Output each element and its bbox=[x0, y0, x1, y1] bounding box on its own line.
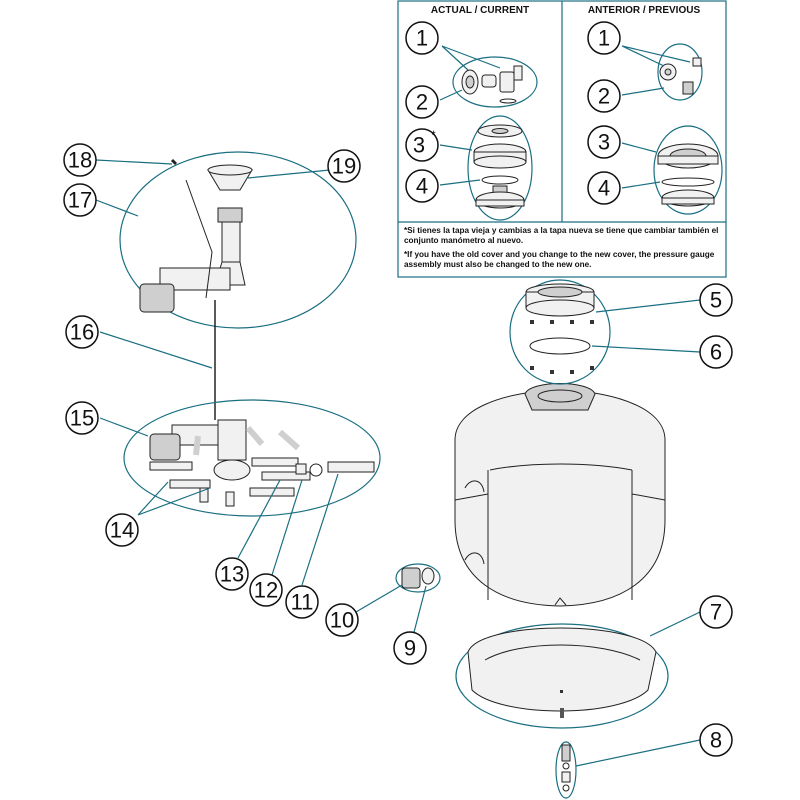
svg-text:10: 10 bbox=[330, 608, 354, 633]
svg-text:4: 4 bbox=[416, 174, 428, 199]
pin-part bbox=[170, 158, 178, 166]
svg-text:18: 18 bbox=[68, 148, 92, 173]
svg-text:17: 17 bbox=[68, 188, 92, 213]
callout-1-current: 1 bbox=[405, 21, 439, 55]
comparison-panel: ACTUAL / CURRENT ANTERIOR / PREVIOUS bbox=[397, 0, 727, 278]
pressure-gauge-part-previous bbox=[659, 57, 702, 95]
svg-text:9: 9 bbox=[404, 636, 416, 661]
svg-text:7: 7 bbox=[710, 600, 722, 625]
svg-text:1: 1 bbox=[598, 26, 610, 51]
callout-11: 11 bbox=[285, 585, 319, 619]
previous-header: ANTERIOR / PREVIOUS bbox=[588, 5, 701, 16]
callout-9: 9 bbox=[393, 631, 427, 665]
callout-2-current: 2 bbox=[405, 85, 439, 119]
svg-text:1: 1 bbox=[416, 26, 428, 51]
callout-10: 10 bbox=[325, 603, 359, 637]
callout-14: 14 bbox=[105, 513, 139, 547]
svg-text:3: 3 bbox=[413, 133, 425, 158]
top-cover-ring bbox=[525, 283, 595, 374]
callout-1-previous: 1 bbox=[587, 21, 621, 55]
callout-4-current: 4 bbox=[405, 169, 439, 203]
callout-15: 15 bbox=[65, 401, 99, 435]
svg-text:14: 14 bbox=[110, 518, 134, 543]
current-header: ACTUAL / CURRENT bbox=[431, 5, 529, 16]
svg-text:3: 3 bbox=[598, 130, 610, 155]
base-screw-set bbox=[561, 744, 571, 792]
svg-text:5: 5 bbox=[710, 288, 722, 313]
filter-base bbox=[467, 627, 657, 718]
callout-17: 17 bbox=[63, 183, 97, 217]
callout-4-previous: 4 bbox=[587, 171, 621, 205]
cover-part-previous bbox=[657, 143, 719, 207]
note-spanish: *Si tienes la tapa vieja y cambias a la … bbox=[404, 226, 719, 245]
svg-text:13: 13 bbox=[220, 562, 244, 587]
lateral-collector-assembly bbox=[149, 419, 375, 507]
svg-text:12: 12 bbox=[254, 578, 278, 603]
filter-tank bbox=[454, 383, 666, 607]
callout-5: 5 bbox=[699, 283, 733, 317]
cover-part-current bbox=[473, 124, 527, 209]
collector-pipe-assembly bbox=[139, 164, 253, 313]
callout-19: 19 bbox=[327, 149, 361, 183]
svg-text:15: 15 bbox=[70, 406, 94, 431]
callout-3-current: 3* bbox=[405, 128, 439, 162]
svg-text:8: 8 bbox=[710, 728, 722, 753]
svg-text:16: 16 bbox=[70, 320, 94, 345]
drain-plug bbox=[401, 567, 435, 589]
callout-18: 18 bbox=[63, 143, 97, 177]
callout-6: 6 bbox=[699, 335, 733, 369]
callout-16: 16 bbox=[65, 315, 99, 349]
callout-12: 12 bbox=[249, 573, 283, 607]
pressure-gauge-part-current bbox=[461, 65, 523, 104]
svg-text:19: 19 bbox=[332, 154, 356, 179]
callout-8: 8 bbox=[699, 723, 733, 757]
callout-3-previous: 3 bbox=[587, 125, 621, 159]
note-english: *If you have the old cover and you chang… bbox=[404, 250, 715, 269]
svg-text:11: 11 bbox=[291, 590, 314, 615]
callout-13: 13 bbox=[215, 557, 249, 591]
svg-text:2: 2 bbox=[416, 90, 428, 115]
svg-text:6: 6 bbox=[710, 340, 722, 365]
svg-text:2: 2 bbox=[598, 84, 610, 109]
callout-2-previous: 2 bbox=[587, 79, 621, 113]
asterisk-mark: * bbox=[431, 128, 436, 142]
svg-text:4: 4 bbox=[598, 176, 610, 201]
callout-7: 7 bbox=[699, 595, 733, 629]
